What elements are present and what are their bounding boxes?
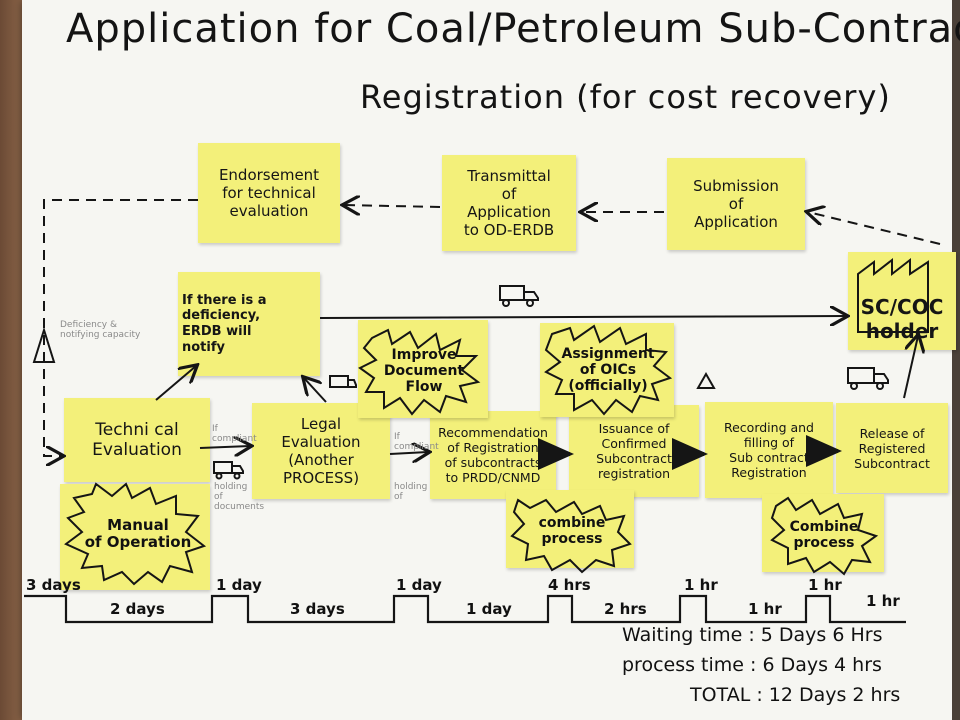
holder-hand: [0, 0, 22, 720]
note-submission: Submission of Application: [667, 158, 805, 250]
burst-improve: [358, 328, 481, 416]
timeline-trough-5: 1 hr: [866, 592, 900, 610]
burst-combine2: [770, 496, 879, 576]
timeline-peak-1: 1 day: [216, 576, 262, 594]
step-recommendation: Recommendation of Registration of subcon…: [430, 411, 556, 499]
burst-assignment-text: Assignment of OICs (officially): [561, 345, 655, 395]
summary-process-time: process time : 6 Days 4 hrs: [622, 654, 882, 676]
kaizen-note-combine2: [762, 494, 884, 572]
truck-icon-top: [499, 285, 539, 307]
faint-note-holding-1: holding of documents: [214, 482, 265, 512]
timeline-trough-0: 2 days: [110, 600, 165, 618]
burst-combine1: [510, 498, 632, 574]
note-endorsement: Endorsement for technical evaluation: [198, 143, 340, 243]
arrow-transmittal-to-endorsement: [344, 205, 441, 207]
arrow-release-to-holder: [903, 336, 918, 399]
faint-note-compliant-1: If compliant: [212, 424, 257, 444]
kaizen-note-assignment: [540, 323, 674, 417]
summary-total: TOTAL : 12 Days 2 hrs: [690, 684, 901, 706]
arrow-legal-to-recommendation: [389, 452, 428, 454]
factory-icon: [857, 257, 929, 333]
timeline-peak-4: 1 hr: [684, 576, 718, 594]
timeline-trough-4: 1 hr: [748, 600, 782, 618]
arrow-technical-to-legal: [199, 446, 250, 448]
arrow-holder-to-submission: [808, 212, 941, 245]
timeline-trough-3: 2 hrs: [604, 600, 647, 618]
arrow-technical-to-deficiency: [155, 366, 196, 401]
note-deficiency: If there is a deficiency, ERDB will noti…: [178, 272, 320, 376]
faint-note-compliant-2: If compliant: [394, 432, 439, 452]
summary-waiting-time: Waiting time : 5 Days 6 Hrs: [622, 624, 883, 646]
timeline-trough-2: 1 day: [466, 600, 512, 618]
burst-combine2-text: Combine process: [789, 518, 859, 551]
arrow-legal-to-deficiency: [304, 378, 327, 403]
step-legal-evaluation: Legal Evaluation (Another PROCESS): [252, 403, 390, 499]
diagram-title: Application for Coal/Petroleum Sub-Contr…: [66, 6, 960, 52]
burst-manual-text: Manual of Operation: [84, 515, 192, 551]
kaizen-note-manual: [60, 484, 210, 590]
timeline-peak-2: 1 day: [396, 576, 442, 594]
step-technical-evaluation: Techni cal Evaluation: [64, 398, 210, 482]
background-edge: [952, 0, 960, 720]
timeline-trough-1: 3 days: [290, 600, 345, 618]
burst-improve-text: Improve Document Flow: [383, 346, 465, 396]
diagram-subtitle: Registration (for cost recovery): [360, 78, 891, 116]
faint-note-deficiency: Deficiency & notifying capacity: [60, 320, 141, 340]
timeline-peak-0: 3 days: [26, 576, 81, 594]
timeline-peak-5: 1 hr: [808, 576, 842, 594]
arrow-deficiency-to-holder: [319, 316, 846, 318]
step-release: Release of Registered Subcontract: [836, 403, 948, 493]
note-transmittal: Transmittal of Application to OD-ERDB: [442, 155, 576, 251]
faint-note-holding-2: holding of: [394, 482, 428, 502]
burst-manual: [64, 482, 207, 586]
inventory-triangle-left: [32, 326, 56, 363]
timeline-line: [24, 594, 906, 624]
burst-combine1-text: combine process: [538, 514, 606, 547]
truck-icon-mid: [329, 375, 357, 388]
truck-icon-right: [847, 367, 889, 390]
burst-assignment: [544, 324, 673, 416]
timeline-peak-3: 4 hrs: [548, 576, 591, 594]
inventory-triangle-mid: [696, 371, 716, 389]
truck-icon-legal: [213, 461, 244, 480]
